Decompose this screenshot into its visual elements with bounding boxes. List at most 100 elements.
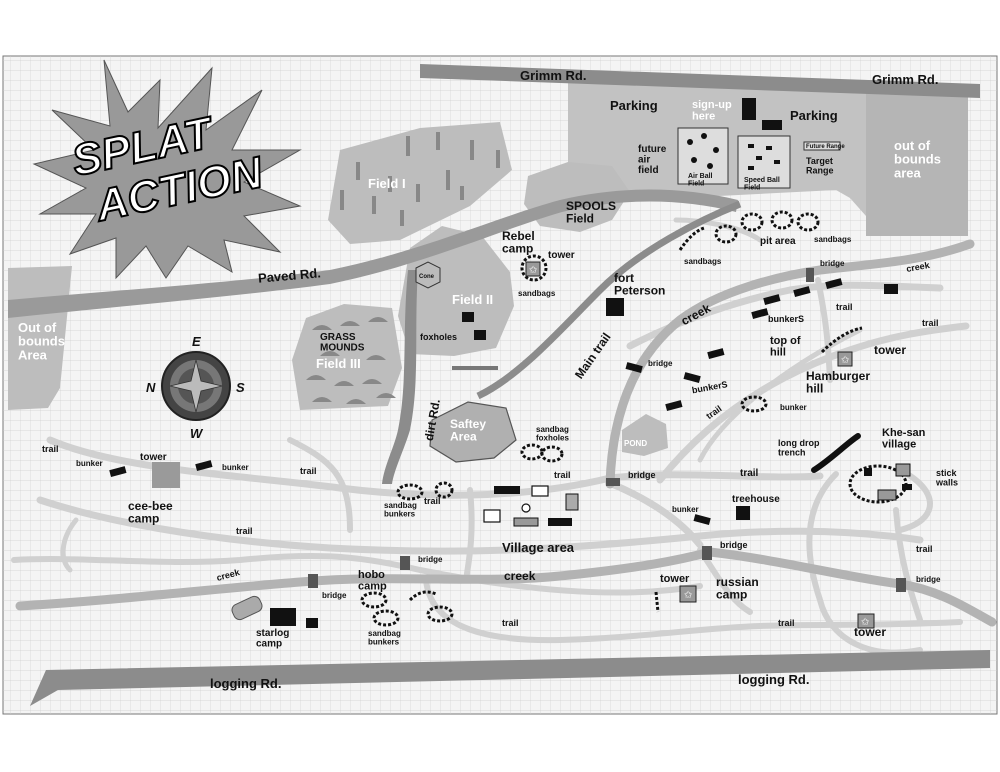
cone-marker [415,261,441,289]
grimm-road-right-label: Grimm Rd. [872,72,938,87]
starlog-pipe [231,595,263,621]
foxholes-label: foxholes [420,332,457,342]
trail-label-6: trail [740,468,759,479]
paved-road-label: Paved Rd. [257,265,321,285]
parking-right-label: Parking [790,108,838,123]
village-hut-1 [531,485,549,497]
cone-label: Cone [419,274,435,280]
foxhole-2 [474,330,486,340]
out-of-bounds-right-area [866,90,968,236]
bridge-label-ne: bridge [820,259,845,268]
compass-s: S [236,380,245,395]
bunkers [109,278,912,628]
trail-label-1: trail [42,444,59,454]
treehouse-label: treehouse [732,494,780,505]
compass-e: E [192,334,201,349]
long-drop-trench [811,433,861,473]
trail-label-4: trail [424,496,441,506]
bunker-label-treehouse: bunker [672,505,699,514]
village-hut-2 [483,509,501,523]
sandbags-label-east: sandbags [814,235,852,244]
dirt-road [382,270,418,484]
signup-building [742,98,756,120]
trail-label-7: trail [836,302,853,312]
tower-label-hamburger: tower [874,343,906,357]
creek-upper [605,239,975,489]
main-trail-road [476,200,742,400]
trail-label-2: trail [300,466,317,476]
bridge-label-fort: bridge [648,359,673,368]
tower-markers [525,261,875,629]
trail-label-12: trail [916,544,933,554]
speed-ball-field [737,135,791,189]
sandbags-label-pit: sandbags [684,257,722,266]
bunker-label-cee-bee-east: bunker [222,463,249,472]
grimm-road [420,64,980,98]
splat-action-logo: SPLAT ACTION [32,59,302,280]
field-2-label: Field II [452,292,493,307]
trail-label-8: trail [922,318,939,328]
logging-road [30,650,990,706]
future-range-label: Future Range [806,144,845,150]
field-1-label: Field I [368,176,406,191]
creek-label-south: creek [504,569,536,583]
svg-text:✩: ✩ [684,590,693,601]
village-hut-3 [513,517,539,527]
khe-san-tower [895,463,911,477]
tower-stars: ✩✩✩✩ [529,265,870,628]
bridges [308,268,906,592]
tower-label-cee-bee: tower [140,452,167,463]
trail-label-10: trail [502,618,519,628]
field-3-label: Field III [316,356,361,371]
village-well [521,503,531,513]
svg-text:✩: ✩ [861,617,870,628]
parking-building [762,120,782,130]
cee-bee-tower [152,462,180,488]
tower-label-rebel: tower [548,250,575,261]
bridge-label-hobo: bridge [418,555,443,564]
village-tower [565,493,579,511]
parking-left-label: Parking [610,98,658,113]
sandbags-label-rebel: sandbags [518,289,556,298]
field-bunker-dots [687,133,780,170]
paved-road [8,189,738,318]
safety-area [429,401,517,463]
creek-label-ne: creek [905,260,931,274]
field-2-barrier [452,366,498,370]
compass-rose: E N S W [146,334,245,441]
bunker-label-east: bunker [780,403,807,412]
field-1-obstacles [340,132,500,226]
field-2-area [398,226,514,356]
bunkers-label-upper: bunkerS [768,314,804,324]
trail-label-3: trail [236,526,253,536]
target-range-box [803,141,841,151]
svg-text:✩: ✩ [841,355,850,366]
bridge-label-russian: bridge [720,540,748,550]
compass-w: W [190,426,204,441]
pond-label: POND [624,439,647,448]
tower-label-russian: tower [660,573,690,585]
tower-label-south: tower [854,625,886,639]
sandbag-rings [360,210,908,627]
